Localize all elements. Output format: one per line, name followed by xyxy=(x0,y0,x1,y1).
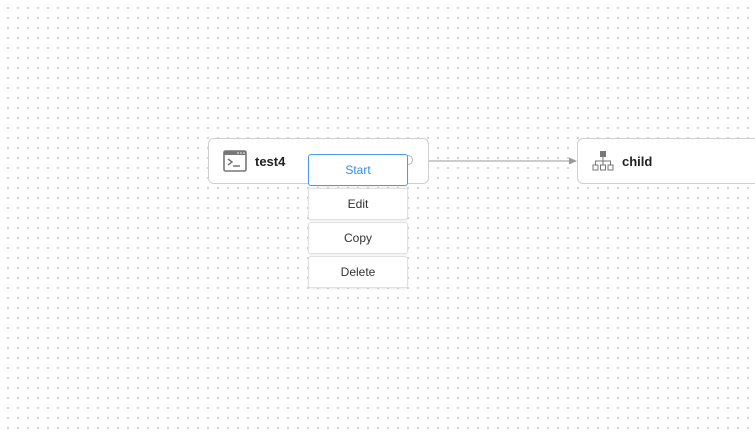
copy-button[interactable]: Copy xyxy=(308,222,408,254)
node-label: test4 xyxy=(255,153,286,169)
delete-button[interactable]: Delete xyxy=(308,256,408,288)
node-label: child xyxy=(622,153,653,169)
edit-button[interactable]: Edit xyxy=(308,188,408,220)
terminal-icon xyxy=(223,150,247,172)
node-context-menu: Start Edit Copy Delete xyxy=(308,154,408,290)
hierarchy-icon xyxy=(592,151,614,171)
node-child[interactable]: child xyxy=(577,138,755,184)
start-button[interactable]: Start xyxy=(308,154,408,186)
